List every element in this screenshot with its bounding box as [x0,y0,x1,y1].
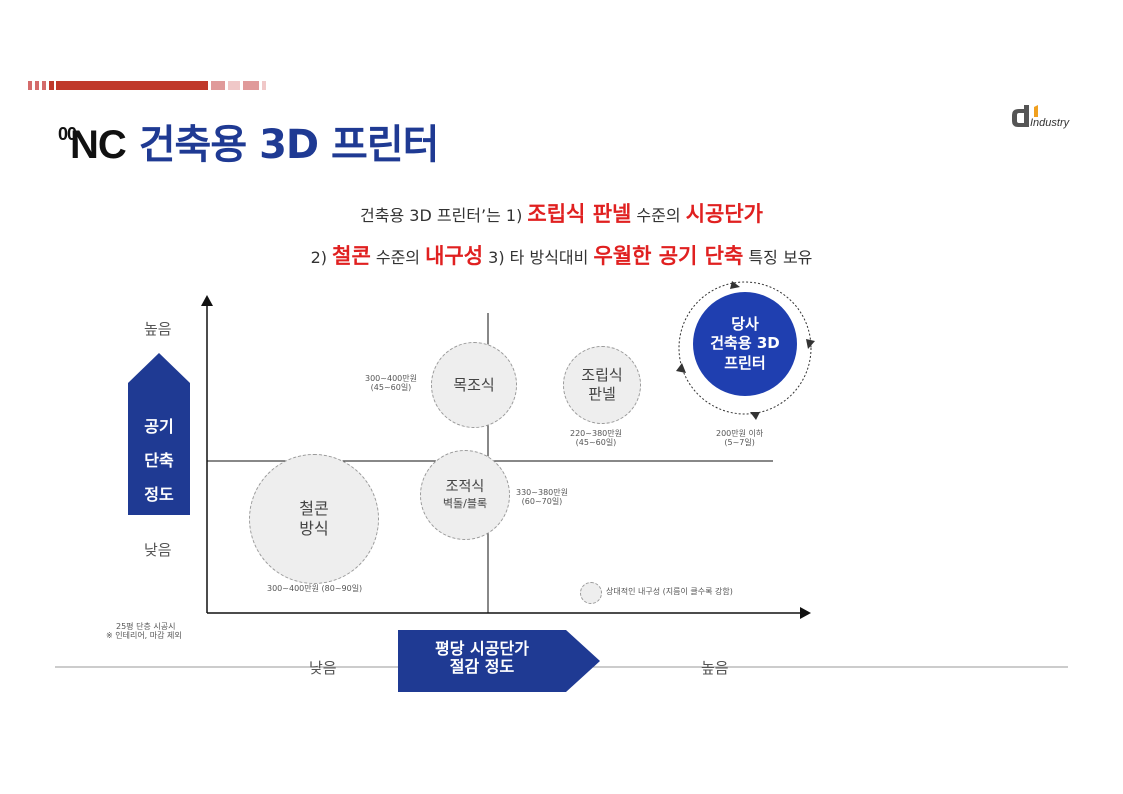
bubble-prefab-panel-note: 220~380만원 (45~60일) [570,429,622,447]
bubble-3d-printer: 당사 건축용 3D 프린터 [693,292,797,396]
x-axis-caption: 평당 시공단가 절감 정도 [435,639,529,677]
x-axis-high-label: 높음 [701,659,729,677]
bubble-wood-frame-note: 300~400만원 (45~60일) [365,374,417,392]
header-decoration [28,81,266,90]
bubble-masonry: 조적식 벽돌/블록 [420,450,510,540]
y-axis-high-label: 높음 [144,320,172,338]
y-axis-caption-arrow [128,353,190,515]
headline-line-2: 2) 철콘 수준의 내구성 3) 타 방식대비 우월한 공기 단축 특징 보유 [310,244,813,268]
legend-text: 상대적인 내구성 (지름이 클수록 강함) [606,587,733,596]
bubble-reinforced-concrete-note: 300~400만원 (80~90일) [267,584,363,593]
legend-circle [580,582,602,604]
headline-line-1: 건축용 3D 프린터’는 1) 조립식 판넬 수준의 시공단가 [360,202,763,226]
bubble-wood-frame: 목조식 [431,342,517,428]
bubble-3d-printer-orbit [676,281,815,420]
y-axis-caption: 공기 단축 정도 [144,417,174,504]
bubble-prefab-panel: 조립식 판넬 [563,346,641,424]
footnote: 25평 단층 시공시 ※ 인테리어, 마감 제외 [106,622,182,640]
bubble-masonry-note: 330~380만원 (60~70일) [516,488,568,506]
x-axis-low-label: 낮음 [309,659,337,677]
y-axis-low-label: 낮음 [144,541,172,559]
x-axis-caption-arrow [398,630,600,692]
page-title: 00NC 건축용 3D 프린터 [58,122,439,168]
bubble-3d-printer-note: 200만원 이하 (5~7일) [716,429,764,447]
company-logo [1012,105,1038,127]
logo-text: Industry [1030,117,1070,129]
bubble-reinforced-concrete: 철콘 방식 [249,454,379,584]
